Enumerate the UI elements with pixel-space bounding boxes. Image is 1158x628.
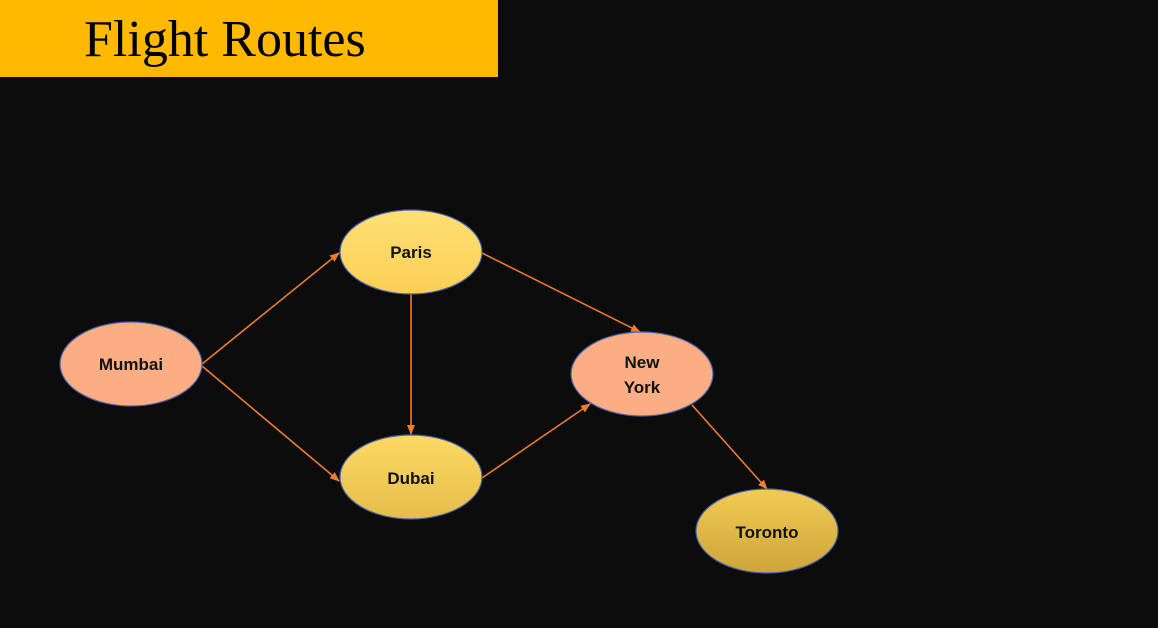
- node-mumbai: Mumbai: [59, 321, 203, 407]
- node-dubai-shape: [339, 434, 483, 520]
- edges: [201, 252, 768, 490]
- edge-paris-newyork: [481, 252, 641, 333]
- page-title: Flight Routes: [84, 11, 366, 68]
- node-dubai-label: Dubai: [387, 469, 434, 488]
- node-newyork-label-line1: New: [625, 353, 661, 372]
- edge-mumbai-paris: [201, 252, 340, 365]
- node-paris: Paris: [339, 209, 483, 295]
- edge-mumbai-dubai: [201, 365, 340, 482]
- edge-newyork-toronto: [691, 404, 768, 490]
- edge-dubai-newyork: [481, 403, 591, 479]
- node-toronto: Toronto: [695, 488, 839, 574]
- node-dubai: Dubai: [339, 434, 483, 520]
- node-mumbai-shape: [59, 321, 203, 407]
- node-paris-shape: [339, 209, 483, 295]
- node-mumbai-label: Mumbai: [99, 355, 163, 374]
- node-toronto-label: Toronto: [736, 523, 799, 542]
- node-newyork-label-line2: York: [624, 378, 661, 397]
- node-toronto-shape: [695, 488, 839, 574]
- title-banner: Flight Routes: [0, 0, 498, 77]
- node-newyork: New York: [570, 331, 714, 417]
- node-paris-label: Paris: [390, 243, 432, 262]
- node-newyork-shape: [570, 331, 714, 417]
